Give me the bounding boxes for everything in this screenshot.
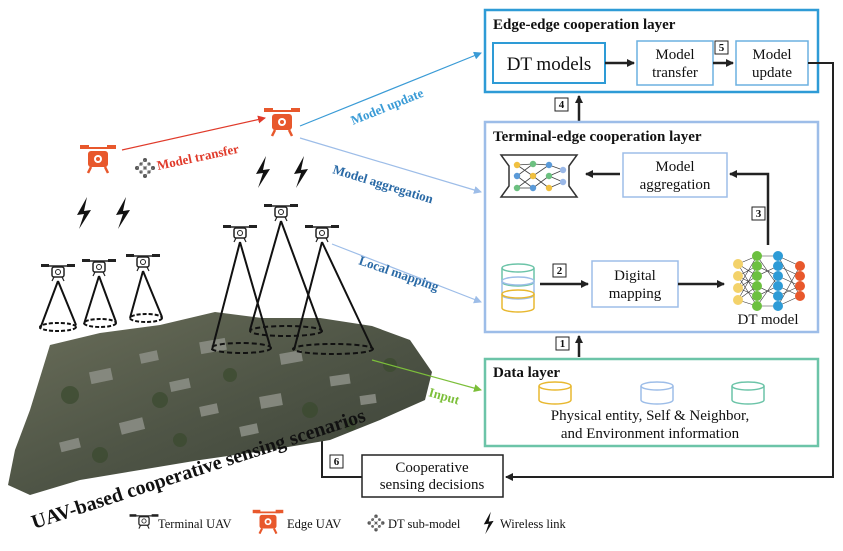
model-transfer-label-2: transfer [652, 65, 698, 81]
step-1-number: 1 [560, 338, 566, 350]
digital-mapping-label-1: Digital [614, 268, 656, 284]
edge-edge-layer: Edge-edge cooperation layer DT models Mo… [483, 8, 820, 94]
wireless-link-icon [116, 197, 130, 229]
arrow-model-transfer [121, 115, 266, 151]
data-layer-info-1: Physical entity, Self & Neighbor, [551, 408, 749, 424]
flow-model-transfer-label: Model transfer [156, 141, 241, 173]
terminal-uav-group-right [210, 203, 374, 355]
model-update-label-1: Model [752, 47, 791, 63]
step-2-number: 2 [557, 265, 563, 277]
edge-edge-layer-title: Edge-edge cooperation layer [493, 17, 676, 33]
legend-terminal-uav-icon [128, 513, 160, 530]
data-layer: Data layer Physical entity, Self & Neigh… [483, 357, 820, 448]
legend-edge-uav-label: Edge UAV [287, 517, 341, 531]
arrow-model-update [299, 51, 482, 127]
flow-input-label: Input [427, 384, 462, 407]
step-4-badge [554, 97, 569, 112]
dt-model-network-icon [733, 251, 805, 311]
terminal-edge-layer-title: Terminal-edge cooperation layer [493, 129, 702, 145]
arrow-update-to-decisions [505, 62, 834, 481]
terminal-uav-icon [304, 224, 340, 243]
flow-model-aggregation-label: Model aggregation [331, 162, 436, 207]
step-4-number: 4 [559, 99, 565, 111]
step-6-badge [329, 454, 344, 469]
cooperative-decisions-box [361, 454, 504, 498]
cooperative-decisions-label-1: Cooperative [395, 460, 469, 476]
model-aggregation-label-2: aggregation [640, 177, 711, 193]
arrow-input [371, 359, 482, 392]
step-1-badge [555, 336, 570, 351]
wireless-link-icon [77, 197, 91, 229]
terminal-uav-icon [81, 258, 117, 277]
model-update-label-2: update [752, 65, 792, 81]
terminal-edge-layer: Terminal-edge cooperation layer [483, 120, 820, 334]
model-transfer-label-1: Model [655, 47, 694, 63]
terminal-uav-icon [40, 263, 76, 282]
data-layer-title: Data layer [493, 365, 560, 381]
wireless-link-icon [294, 156, 308, 188]
arrow-step-3 [729, 170, 770, 245]
legend-edge-uav-icon [251, 508, 285, 535]
legend-terminal-uav-label: Terminal UAV [158, 517, 232, 531]
wireless-link-icon [256, 156, 270, 188]
model-transfer-box [636, 40, 714, 86]
dt-models-box [492, 42, 606, 84]
step-6-number: 6 [334, 456, 340, 468]
legend-dt-submodel-label: DT sub-model [388, 517, 461, 531]
data-layer-info-2: and Environment information [561, 426, 740, 442]
terminal-uav-icon [125, 253, 161, 272]
legend-wireless-link-icon [483, 511, 494, 535]
step-3-number: 3 [756, 208, 762, 220]
legend-dt-submodel-icon [367, 514, 385, 532]
legend: Terminal UAV Edge UAV DT sub-model Wirel… [128, 508, 567, 535]
step-2-badge [552, 263, 567, 278]
terminal-uav-icon [222, 224, 258, 243]
terminal-uav-icon [263, 203, 299, 222]
model-aggregation-label-1: Model [655, 159, 694, 175]
aggregated-network-icon [499, 154, 579, 198]
terminal-uav-group-left [39, 253, 163, 332]
dt-submodel-icon [134, 157, 156, 179]
arrow-model-aggregation [299, 137, 482, 194]
edge-uav-icon [78, 143, 118, 175]
arrow-local-mapping [331, 243, 482, 304]
legend-wireless-link-label: Wireless link [500, 517, 567, 531]
aerial-terrain-image [8, 312, 432, 495]
step-3-badge [751, 206, 766, 221]
step-5-badge [714, 40, 729, 55]
dt-models-label: DT models [507, 54, 592, 75]
edge-uav-icon [262, 106, 302, 138]
digital-mapping-box [591, 260, 679, 308]
digital-mapping-label-2: mapping [609, 286, 662, 302]
cooperative-decisions-label-2: sensing decisions [380, 477, 485, 493]
flow-local-mapping-label: Local mapping [357, 253, 441, 295]
dt-model-label: DT model [738, 312, 799, 328]
step-5-number: 5 [719, 42, 725, 54]
model-aggregation-box [622, 152, 728, 198]
